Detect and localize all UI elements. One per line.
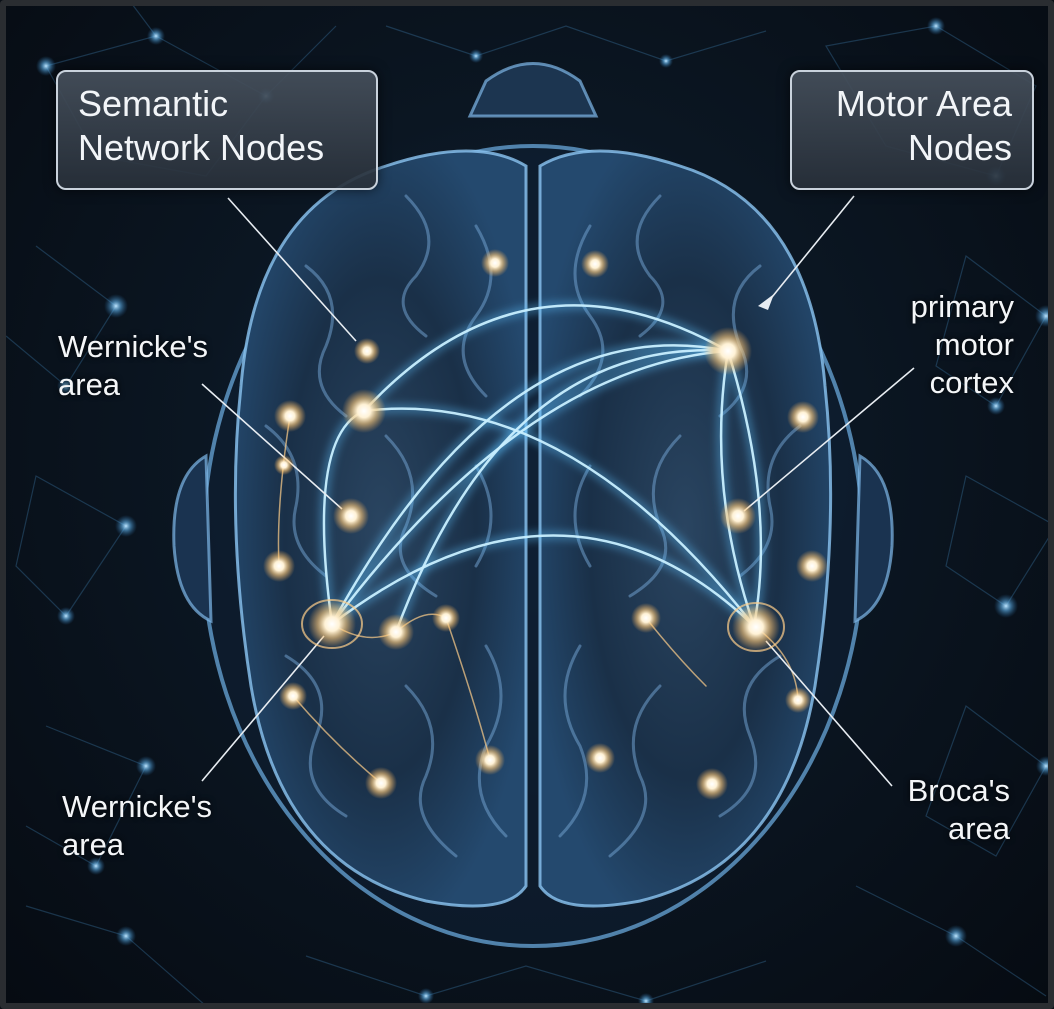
node (481, 249, 509, 277)
node (263, 550, 295, 582)
node (696, 768, 728, 800)
motor-area-callout: Motor Area Nodes (790, 70, 1034, 190)
node (354, 338, 380, 364)
primary-motor-line2: motor (911, 326, 1014, 364)
node (432, 604, 460, 632)
node (475, 745, 505, 775)
node (365, 767, 397, 799)
node (308, 600, 356, 648)
node (720, 498, 756, 534)
semantic-callout-line1: Semantic (78, 82, 356, 126)
wernicke-area-label-upper: Wernicke's area (58, 328, 208, 404)
primary-motor-line3: cortex (911, 364, 1014, 402)
wernicke-lower-line2: area (62, 826, 212, 864)
node (704, 327, 752, 375)
semantic-callout-line2: Network Nodes (78, 126, 356, 170)
node (378, 614, 414, 650)
node (631, 603, 661, 633)
node (279, 682, 307, 710)
node (342, 389, 386, 433)
node (585, 743, 615, 773)
node (785, 687, 811, 713)
primary-motor-cortex-label: primary motor cortex (911, 288, 1014, 402)
node (787, 401, 819, 433)
wernicke-area-label-lower: Wernicke's area (62, 788, 212, 864)
wernicke-upper-line1: Wernicke's (58, 328, 208, 366)
broca-line1: Broca's (908, 772, 1010, 810)
motor-callout-line2: Nodes (812, 126, 1012, 170)
wernicke-upper-line2: area (58, 366, 208, 404)
broca-area-label: Broca's area (908, 772, 1010, 848)
broca-line2: area (908, 810, 1010, 848)
node (333, 498, 369, 534)
wernicke-lower-line1: Wernicke's (62, 788, 212, 826)
node (732, 603, 780, 651)
node (274, 400, 306, 432)
node (274, 455, 294, 475)
semantic-network-callout: Semantic Network Nodes (56, 70, 378, 190)
node (796, 550, 828, 582)
node (581, 250, 609, 278)
primary-motor-line1: primary (911, 288, 1014, 326)
motor-callout-line1: Motor Area (812, 82, 1012, 126)
